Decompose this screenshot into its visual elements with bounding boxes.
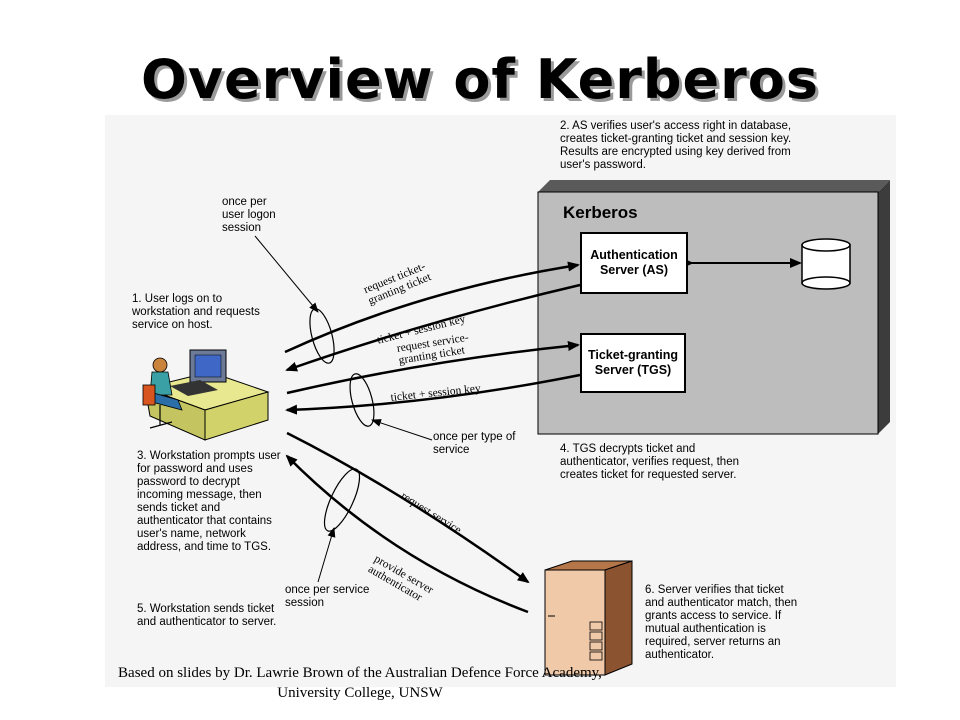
- workstation-icon: [142, 349, 270, 441]
- server-icon: [544, 560, 633, 676]
- once-type-ellipse: [349, 373, 375, 427]
- database-icon: [801, 238, 851, 290]
- arrow-provide-authenticator: [285, 454, 529, 614]
- arrow-request-sgt: [286, 341, 580, 395]
- step6-note: 6. Server verifies that ticket and authe…: [645, 584, 798, 661]
- once-type-note: once per type of service: [433, 431, 516, 456]
- arrow-ticket-key-2: [285, 373, 581, 415]
- step1-note: 1. User logs on to workstation and reque…: [132, 293, 260, 331]
- arrow-ticket-key-1: [285, 283, 581, 372]
- tgs-box: Ticket-granting Server (TGS): [580, 333, 686, 393]
- once-session-ellipse: [323, 468, 361, 532]
- step3-note: 3. Workstation prompts user for password…: [137, 450, 281, 553]
- once-session-note: once per service session: [285, 584, 370, 609]
- pointer-session: [317, 527, 336, 583]
- arrow-request-tgt: [284, 261, 580, 354]
- step5-note: 5. Workstation sends ticket and authenti…: [137, 603, 277, 628]
- pointer-logon: [254, 235, 319, 313]
- authentication-server-box: Authentication Server (AS): [580, 232, 688, 294]
- footer-credit: Based on slides by Dr. Lawrie Brown of t…: [118, 665, 602, 701]
- kerberos-label: Kerberos: [563, 203, 638, 222]
- slide-title: Overview of Kerberos: [140, 48, 820, 111]
- pointer-type: [371, 419, 433, 441]
- arrow-request-service: [286, 431, 530, 584]
- step4-note: 4. TGS decrypts ticket and authenticator…: [560, 443, 739, 481]
- step2-note: 2. AS verifies user's access right in da…: [560, 120, 792, 171]
- once-logon-note: once per user logon session: [222, 196, 276, 234]
